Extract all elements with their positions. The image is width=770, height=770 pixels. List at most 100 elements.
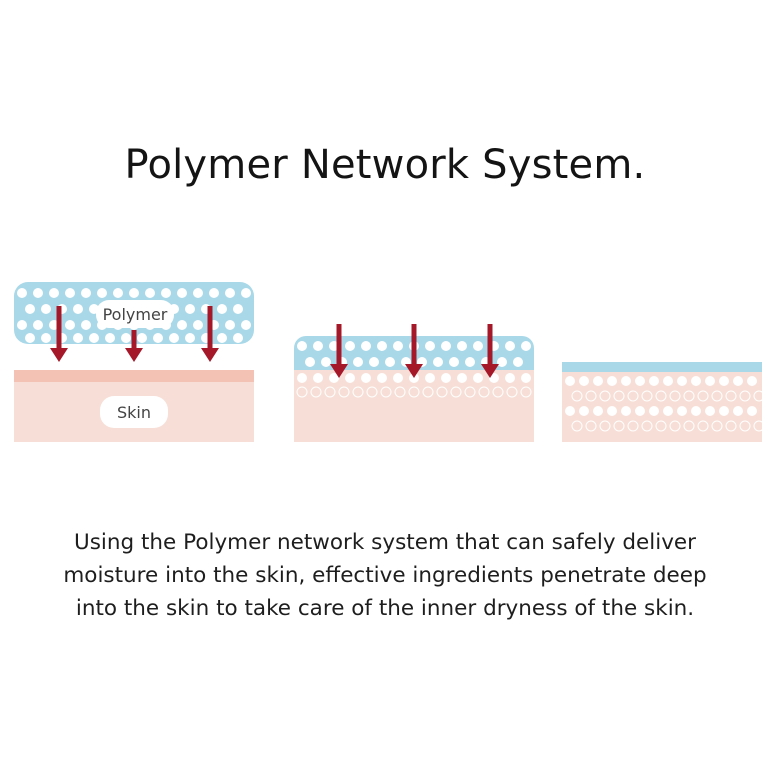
page-title: Polymer Network System. — [124, 142, 646, 188]
dot — [599, 420, 611, 432]
dot — [457, 373, 467, 383]
dot — [17, 288, 27, 298]
dot — [329, 373, 339, 383]
dot — [65, 320, 75, 330]
down-arrow-icon — [50, 306, 68, 362]
dot — [505, 373, 515, 383]
dot — [193, 320, 203, 330]
dot — [627, 390, 639, 402]
dot — [105, 333, 115, 343]
dot — [313, 373, 323, 383]
dot — [607, 406, 617, 416]
dot — [97, 288, 107, 298]
dot — [725, 420, 737, 432]
dot — [33, 320, 43, 330]
dot — [17, 320, 27, 330]
down-arrow-icon — [125, 330, 143, 362]
dot — [441, 373, 451, 383]
dot — [33, 288, 43, 298]
dot — [649, 406, 659, 416]
dot — [41, 304, 51, 314]
dot — [621, 376, 631, 386]
dot — [436, 386, 448, 398]
dot — [585, 420, 597, 432]
dot — [177, 320, 187, 330]
dot — [352, 386, 364, 398]
dot — [380, 386, 392, 398]
caption-line-3: into the skin to take care of the inner … — [75, 596, 695, 621]
dot — [377, 373, 387, 383]
dot — [49, 288, 59, 298]
dot — [478, 386, 490, 398]
absorbed-dots — [565, 376, 765, 432]
dot — [719, 406, 729, 416]
dot — [217, 304, 227, 314]
dot — [725, 390, 737, 402]
polymer-label-text: Polymer — [103, 305, 168, 324]
dot — [297, 341, 307, 351]
stage-1-polymer-applied: Polymer Skin — [14, 282, 254, 442]
dot — [739, 390, 751, 402]
dot — [361, 373, 371, 383]
dot — [369, 357, 379, 367]
dot — [669, 390, 681, 402]
dot — [505, 341, 515, 351]
dot — [613, 420, 625, 432]
dot — [81, 320, 91, 330]
dot — [513, 357, 523, 367]
dot — [697, 420, 709, 432]
dot — [345, 341, 355, 351]
dot — [185, 333, 195, 343]
dot — [635, 406, 645, 416]
dot — [394, 386, 406, 398]
dot — [677, 406, 687, 416]
dot — [565, 376, 575, 386]
dot — [465, 357, 475, 367]
dot — [321, 357, 331, 367]
dot — [497, 357, 507, 367]
dot — [697, 390, 709, 402]
dot — [65, 288, 75, 298]
dot — [169, 333, 179, 343]
dot — [733, 376, 743, 386]
dot — [449, 357, 459, 367]
dot — [677, 376, 687, 386]
dot — [753, 390, 765, 402]
stage-3-polymer-absorbed — [562, 362, 765, 442]
dot — [366, 386, 378, 398]
dot — [393, 373, 403, 383]
dot — [565, 406, 575, 416]
dot — [233, 333, 243, 343]
dot — [450, 386, 462, 398]
dot — [521, 373, 531, 383]
dot — [711, 420, 723, 432]
dot — [663, 406, 673, 416]
dot — [113, 288, 123, 298]
dot — [747, 406, 757, 416]
penetration-arrows — [330, 324, 499, 378]
dot — [641, 420, 653, 432]
dot — [137, 333, 147, 343]
dot — [739, 420, 751, 432]
dot — [193, 288, 203, 298]
dot — [425, 373, 435, 383]
dot — [571, 390, 583, 402]
dot — [225, 288, 235, 298]
down-arrow-icon — [405, 324, 423, 378]
dot — [663, 376, 673, 386]
dot — [691, 376, 701, 386]
caption-line-2: moisture into the skin, effective ingred… — [63, 563, 707, 588]
dot — [73, 304, 83, 314]
dot — [593, 406, 603, 416]
dot — [241, 320, 251, 330]
dot — [310, 386, 322, 398]
dot — [121, 333, 131, 343]
dot — [145, 288, 155, 298]
dot — [209, 288, 219, 298]
down-arrow-icon — [201, 306, 219, 362]
dot — [153, 333, 163, 343]
dot — [669, 420, 681, 432]
dot — [691, 406, 701, 416]
dot — [408, 386, 420, 398]
dot — [345, 373, 355, 383]
